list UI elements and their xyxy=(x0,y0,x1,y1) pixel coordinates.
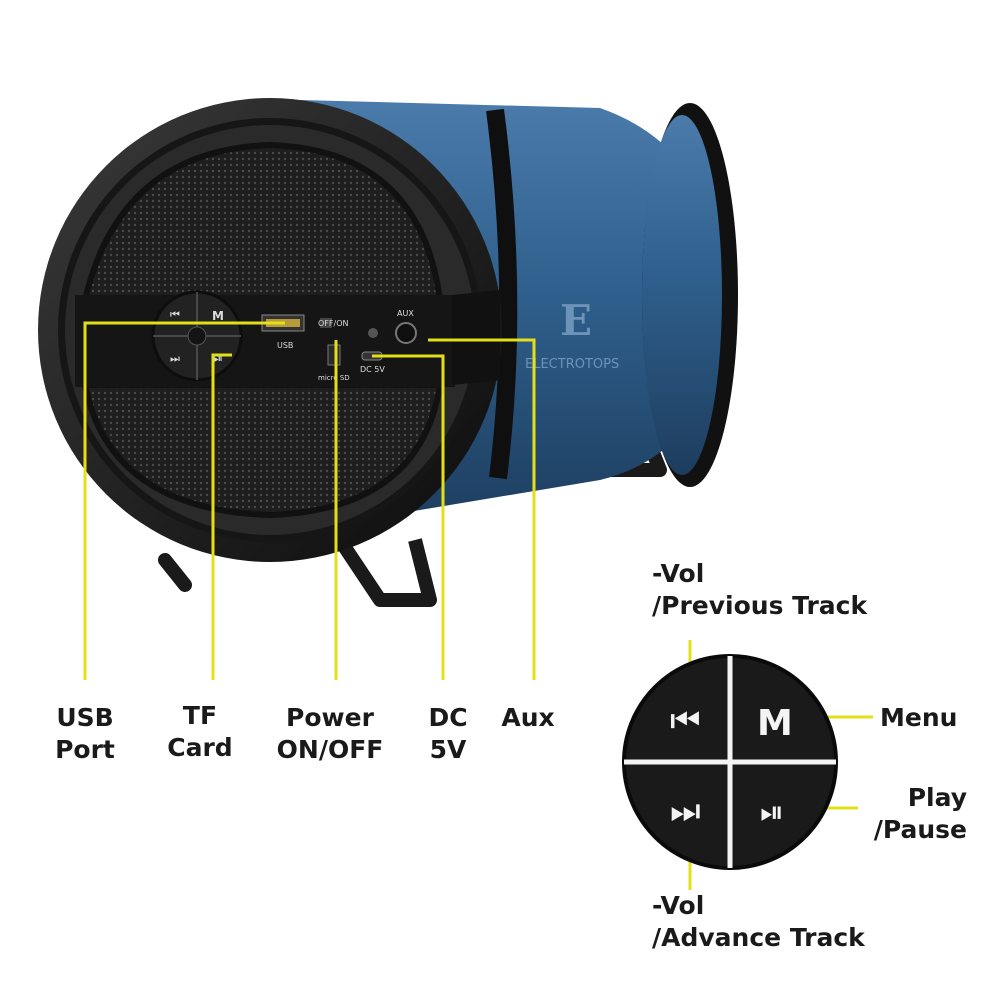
tf-panel-label: micro SD xyxy=(318,374,350,382)
aux-jack[interactable] xyxy=(395,322,417,344)
callout-dc xyxy=(372,354,445,680)
callout-aux xyxy=(428,338,536,680)
indicator-led xyxy=(368,328,378,338)
callout-usb xyxy=(83,321,285,680)
keypad-previous-button[interactable]: ⏮ xyxy=(670,701,701,741)
label-vol-advance: -Vol/Advance Track xyxy=(652,891,865,952)
brand-logo: E xyxy=(560,296,592,345)
dc-panel-label: DC 5V xyxy=(360,365,385,374)
advance-track-icon: ⏭ xyxy=(170,352,180,365)
keypad-menu-button[interactable]: M xyxy=(757,703,793,744)
aux-panel-label: AUX xyxy=(397,309,414,318)
switch-panel-label: OFF/ON xyxy=(318,319,348,328)
power-switch[interactable] xyxy=(320,318,332,328)
label-aux: Aux xyxy=(501,703,555,732)
previous-track-icon: ⏮ xyxy=(670,701,701,741)
play-pause-icon: ⏯ xyxy=(214,352,223,365)
usb-panel-label: USB xyxy=(277,341,293,350)
keypad-play-button[interactable]: ⏯ xyxy=(760,795,784,830)
brand-name: ELECTROTOPS xyxy=(525,357,619,372)
keypad-advance-button[interactable]: ⏭ xyxy=(670,791,701,831)
advance-track-icon: ⏭ xyxy=(670,791,701,831)
keypad-enlarged: ⏮ M ⏭ ⏯ xyxy=(622,654,838,870)
lower-grill xyxy=(81,382,444,519)
callout-tf xyxy=(211,353,232,680)
upper-grill xyxy=(81,141,444,303)
previous-track-icon: ⏮ xyxy=(170,308,180,321)
menu-icon: M xyxy=(757,703,793,744)
label-vol-previous: -Vol/Previous Track xyxy=(652,559,868,620)
tf-slot[interactable] xyxy=(327,344,341,366)
label-menu: Menu xyxy=(880,703,958,732)
label-play-pause: Play/Pause xyxy=(873,783,967,844)
play-pause-icon: ⏯ xyxy=(760,795,784,830)
menu-small-icon: M xyxy=(212,309,224,323)
